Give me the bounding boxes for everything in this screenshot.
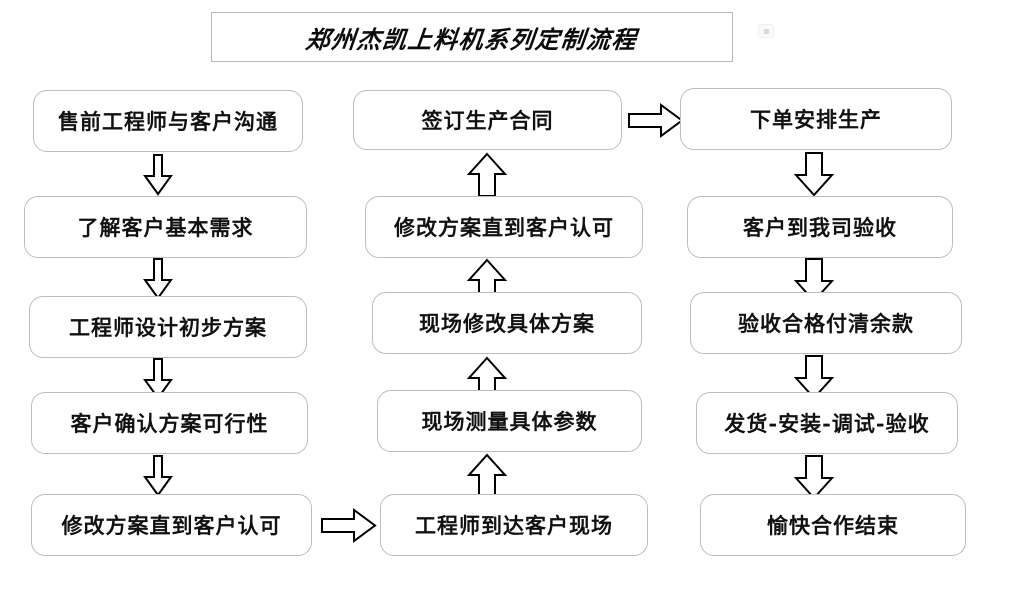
node-label: 工程师到达客户现场 — [415, 512, 613, 538]
node-label: 现场测量具体参数 — [421, 408, 598, 434]
node-label: 验收合格付清余款 — [738, 310, 914, 336]
arrow-right-c1-to-c2 — [321, 508, 377, 544]
arrow-right-c2-to-c3 — [628, 103, 684, 139]
arrow-down-c1-1 — [141, 154, 175, 196]
node-customer-confirm-feasibility[interactable]: 客户确认方案可行性 — [31, 392, 308, 454]
node-label: 下单安排生产 — [750, 106, 882, 132]
node-engineer-arrives-onsite[interactable]: 工程师到达客户现场 — [380, 494, 648, 556]
node-happy-cooperation-end[interactable]: 愉快合作结束 — [700, 494, 966, 556]
node-label: 工程师设计初步方案 — [69, 314, 267, 340]
node-label: 客户确认方案可行性 — [70, 410, 269, 436]
node-label: 现场修改具体方案 — [419, 310, 595, 336]
arrow-down-c3-4 — [793, 454, 837, 500]
arrow-up-c2-1 — [466, 453, 510, 499]
node-label: 修改方案直到客户认可 — [394, 214, 614, 240]
arrow-down-c3-1 — [793, 151, 837, 197]
node-place-order-arrange-production[interactable]: 下单安排生产 — [680, 88, 952, 150]
diagram-title-text: 郑州杰凯上料机系列定制流程 — [304, 24, 640, 54]
node-design-initial-plan[interactable]: 工程师设计初步方案 — [29, 296, 307, 358]
node-label: 修改方案直到客户认可 — [61, 512, 282, 538]
node-onsite-measure-parameters[interactable]: 现场测量具体参数 — [377, 390, 642, 452]
node-revise-plan-until-approved-c1[interactable]: 修改方案直到客户认可 — [31, 494, 312, 556]
node-label: 签订生产合同 — [421, 107, 554, 133]
watermark-artifact — [758, 24, 774, 38]
node-label: 了解客户基本需求 — [77, 214, 254, 240]
arrow-down-c1-2 — [141, 258, 175, 300]
node-label: 售前工程师与客户沟通 — [58, 108, 278, 134]
node-onsite-revise-plan[interactable]: 现场修改具体方案 — [372, 292, 642, 354]
node-customer-acceptance-at-factory[interactable]: 客户到我司验收 — [687, 196, 953, 258]
node-ship-install-commission-accept[interactable]: 发货-安装-调试-验收 — [696, 392, 958, 454]
node-sign-production-contract[interactable]: 签订生产合同 — [353, 90, 622, 150]
arrow-down-c3-2 — [793, 257, 837, 303]
node-presales-communicate[interactable]: 售前工程师与客户沟通 — [33, 90, 303, 152]
node-label: 发货-安装-调试-验收 — [724, 410, 930, 436]
node-label: 愉快合作结束 — [767, 512, 899, 538]
node-label: 客户到我司验收 — [743, 214, 897, 240]
node-revise-plan-until-approved-c2[interactable]: 修改方案直到客户认可 — [365, 196, 643, 258]
node-understand-requirements[interactable]: 了解客户基本需求 — [24, 196, 307, 258]
arrow-down-c3-3 — [793, 354, 837, 400]
arrow-up-c2-4 — [466, 152, 510, 198]
diagram-title-box: 郑州杰凯上料机系列定制流程 — [211, 12, 733, 62]
node-pay-balance-after-acceptance[interactable]: 验收合格付清余款 — [690, 292, 962, 354]
arrow-down-c1-3 — [141, 358, 175, 400]
arrow-down-c1-4 — [141, 455, 175, 497]
